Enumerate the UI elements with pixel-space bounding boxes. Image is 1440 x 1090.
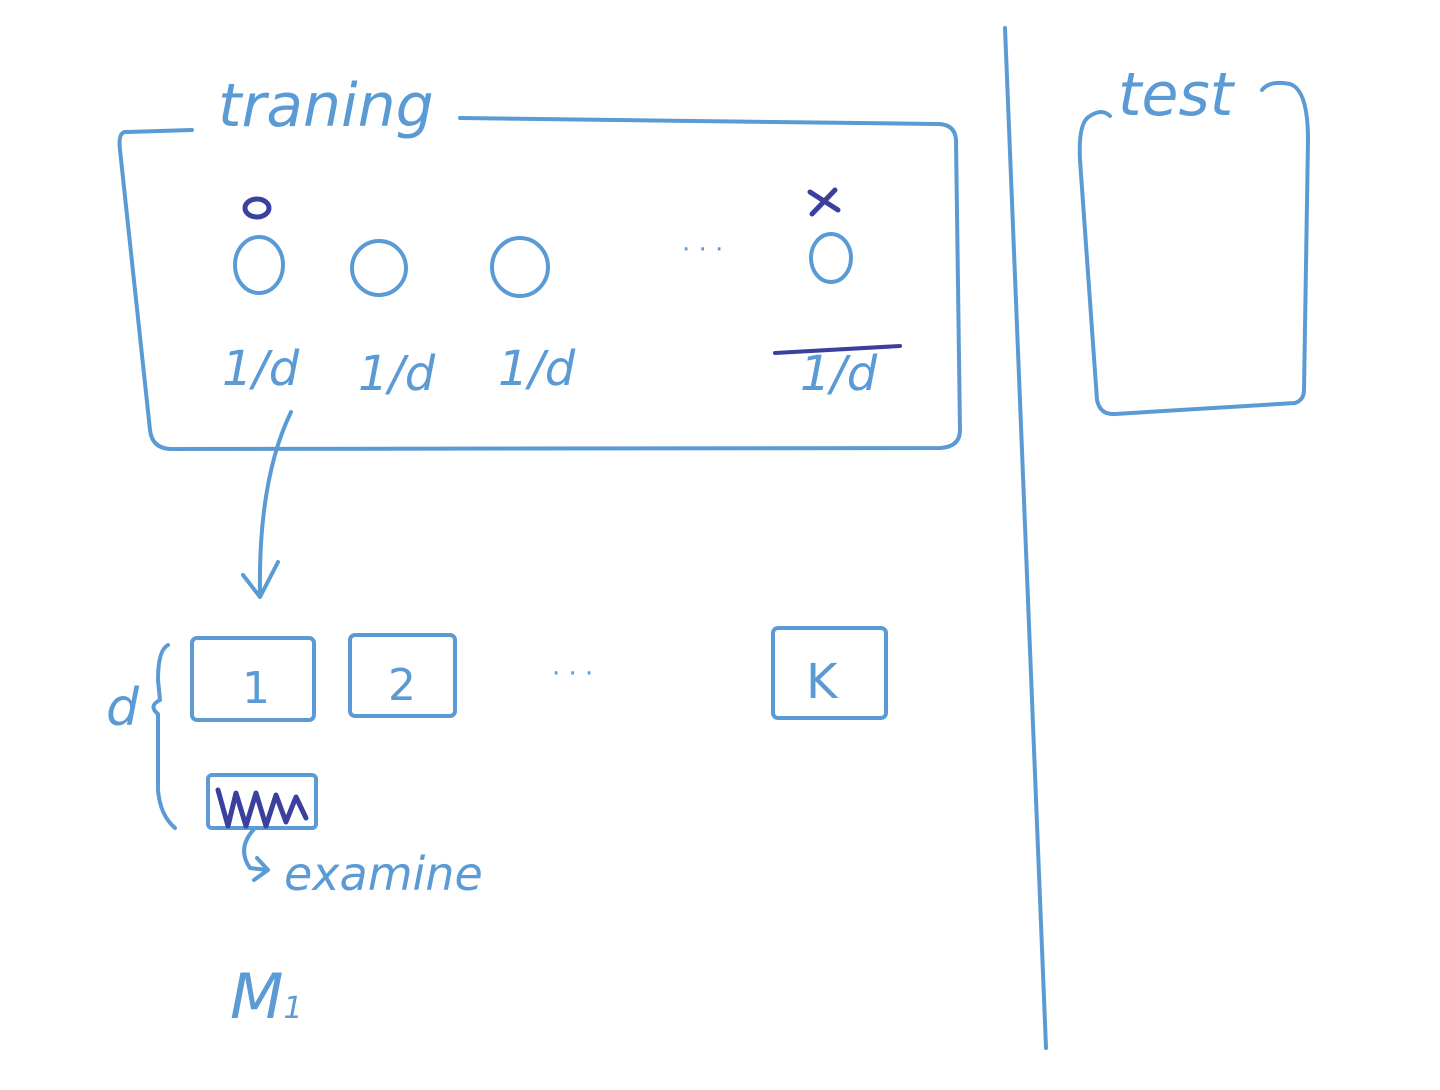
training-box: [117, 116, 962, 451]
folds-ellipsis: · · ·: [552, 659, 593, 689]
mark-o: [242, 196, 272, 220]
examine-label: examine: [284, 847, 483, 901]
point-circle: [350, 239, 408, 297]
point-circle: [809, 232, 853, 284]
model-letter: M: [230, 960, 284, 1033]
model-subscript: 1: [284, 991, 303, 1026]
fraction-label-crossed: 1/d: [800, 346, 878, 402]
brace-label: d: [106, 678, 140, 738]
fold-box: [771, 626, 888, 720]
fold-label: 2: [388, 660, 416, 711]
training-title: traning: [218, 71, 434, 141]
fold-label: K: [806, 654, 839, 710]
fraction-label: 1/d: [358, 346, 436, 402]
heldout-scribble: [215, 787, 309, 829]
point-circle: [233, 235, 285, 295]
divider-line: [1003, 26, 1048, 1050]
fraction-label: 1/d: [498, 341, 576, 397]
heldout-fold-box: [206, 773, 318, 830]
examine-arrow: [242, 826, 270, 882]
fold-label: 1: [242, 663, 270, 714]
strike-line: [773, 344, 902, 355]
mark-x: [807, 187, 841, 217]
fold-box: [190, 636, 316, 722]
arrow-down: [241, 410, 293, 599]
model-label: M1: [230, 960, 303, 1033]
fraction-label: 1/d: [222, 341, 300, 397]
training-ellipsis: · · ·: [682, 235, 723, 265]
test-title: test: [1118, 60, 1236, 130]
fold-box: [348, 633, 457, 718]
point-circle: [490, 236, 550, 298]
curly-brace: [151, 643, 177, 830]
test-box: [1077, 80, 1310, 417]
